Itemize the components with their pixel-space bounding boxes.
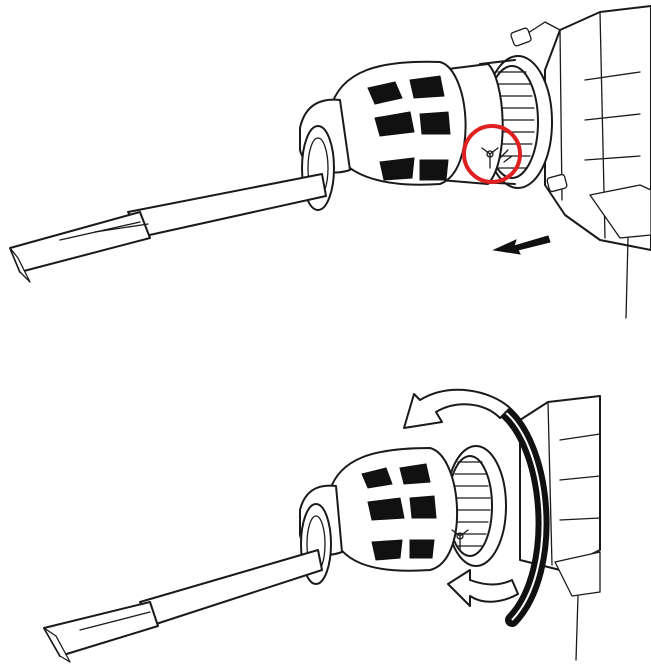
step-panel-remove-bit — [0, 0, 651, 330]
drill-chuck-drawing-top — [9, 5, 651, 319]
drill-body — [510, 5, 651, 319]
drill-body — [519, 395, 601, 661]
unlock-symbol — [451, 529, 469, 551]
highlight-circle — [462, 124, 522, 184]
step-panel-rotate-collar — [0, 330, 651, 666]
rotation-band — [493, 401, 550, 627]
rotation-arrow-icon — [403, 388, 519, 607]
screwdriver-bit — [9, 173, 327, 283]
chuck-sleeve — [299, 447, 458, 585]
screwdriver-bit — [43, 549, 323, 663]
unlock-symbol — [481, 147, 513, 169]
pull-arrow-icon — [492, 235, 551, 255]
drill-chuck-drawing-bottom — [43, 388, 601, 663]
